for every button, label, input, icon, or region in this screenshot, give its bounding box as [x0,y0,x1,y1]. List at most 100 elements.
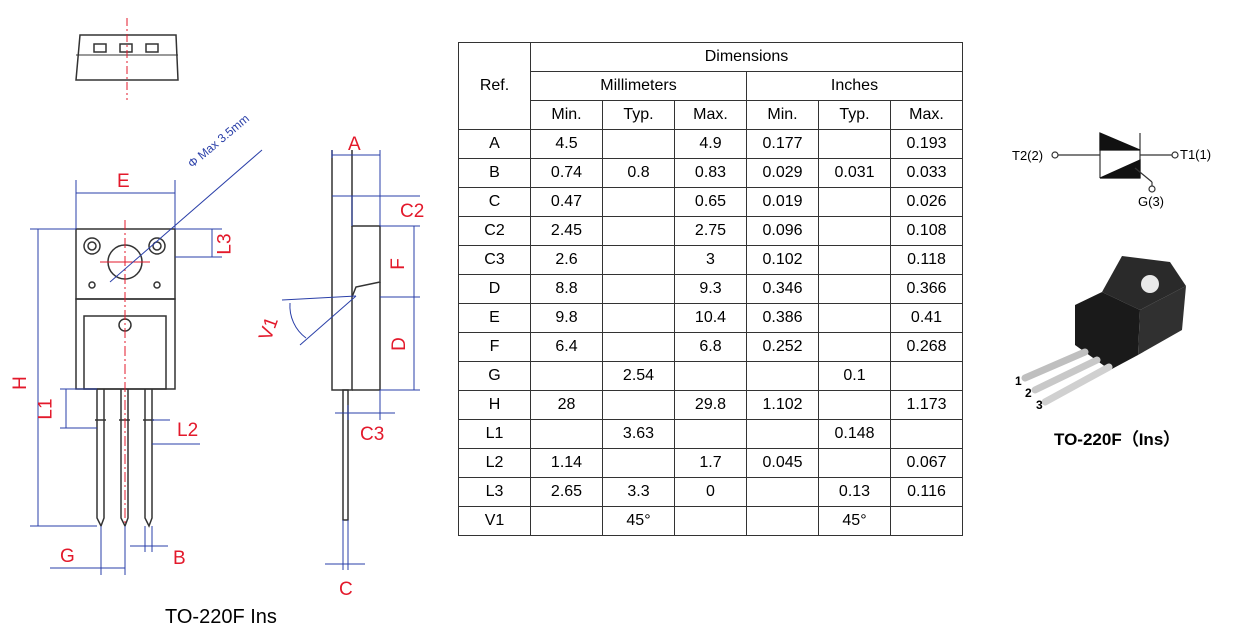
dim-label-e: E [117,171,130,192]
value-cell: 0.102 [746,245,819,275]
value-cell: 0.47 [530,187,603,217]
value-cell: 28 [530,390,603,420]
col-in-max: Max. [890,100,963,130]
value-cell [530,361,603,391]
value-cell [818,245,891,275]
value-cell [602,245,675,275]
col-in-typ: Typ. [818,100,891,130]
dimensions-header: Dimensions [530,42,963,72]
value-cell [746,361,819,391]
dim-label-g: G [60,546,75,567]
value-cell: 1.102 [746,390,819,420]
dim-label-h: H [9,376,31,390]
value-cell [602,129,675,159]
value-cell [818,187,891,217]
value-cell: 0.096 [746,216,819,246]
ref-cell: G [458,361,531,391]
value-cell [602,303,675,333]
value-cell [746,506,819,536]
value-cell: 1.7 [674,448,747,478]
dim-label-l3: L3 [214,233,236,255]
value-cell: 0.026 [890,187,963,217]
value-cell: 1.14 [530,448,603,478]
value-cell: 2.6 [530,245,603,275]
dim-label-c3: C3 [360,424,385,445]
value-cell [602,274,675,304]
dim-label-d: D [388,337,410,351]
value-cell [674,506,747,536]
value-cell: 0.116 [890,477,963,507]
value-cell: 0.8 [602,158,675,188]
col-mm-typ: Typ. [602,100,675,130]
value-cell [890,419,963,449]
inches-header: Inches [746,71,963,101]
value-cell: 0.74 [530,158,603,188]
pin-2-label: 2 [1025,386,1032,400]
value-cell: 0.83 [674,158,747,188]
value-cell: 3 [674,245,747,275]
value-cell [674,419,747,449]
value-cell: 3.63 [602,419,675,449]
value-cell [746,419,819,449]
dim-label-a: A [348,134,361,155]
value-cell [602,390,675,420]
value-cell: 8.8 [530,274,603,304]
value-cell: 0.346 [746,274,819,304]
dim-label-l2: L2 [177,420,199,441]
value-cell [746,477,819,507]
triac-symbol [1051,132,1179,193]
value-cell [818,129,891,159]
gate-label: G(3) [1138,194,1164,209]
value-cell: 6.4 [530,332,603,362]
ref-cell: V1 [458,506,531,536]
ref-cell: C [458,187,531,217]
value-cell: 10.4 [674,303,747,333]
dim-label-b: B [173,548,186,569]
value-cell [818,274,891,304]
ref-cell: L3 [458,477,531,507]
col-mm-min: Min. [530,100,603,130]
ref-cell: B [458,158,531,188]
dimensions-table: Ref. Dimensions Millimeters Inches Min. … [458,42,963,536]
ref-cell: C3 [458,245,531,275]
value-cell [602,332,675,362]
ref-cell: D [458,274,531,304]
value-cell [530,419,603,449]
dim-label-c: C [339,579,353,600]
value-cell: 4.5 [530,129,603,159]
ref-cell: C2 [458,216,531,246]
side-view [331,150,381,521]
value-cell: 0.13 [818,477,891,507]
value-cell [674,361,747,391]
value-cell: 2.65 [530,477,603,507]
value-cell: 0.148 [818,419,891,449]
value-cell: 0 [674,477,747,507]
col-mm-max: Max. [674,100,747,130]
value-cell [602,187,675,217]
dim-label-f: F [387,258,409,270]
value-cell: 4.9 [674,129,747,159]
value-cell [818,448,891,478]
value-cell: 0.193 [890,129,963,159]
value-cell [530,506,603,536]
t1-label: T1(1) [1180,147,1212,162]
value-cell: 2.45 [530,216,603,246]
ref-cell: H [458,390,531,420]
value-cell: 0.045 [746,448,819,478]
value-cell: 2.75 [674,216,747,246]
value-cell: 29.8 [674,390,747,420]
value-cell: 0.118 [890,245,963,275]
value-cell: 0.031 [818,158,891,188]
package-3d-caption: TO-220F（Ins） [1054,430,1181,449]
ref-cell: F [458,332,531,362]
